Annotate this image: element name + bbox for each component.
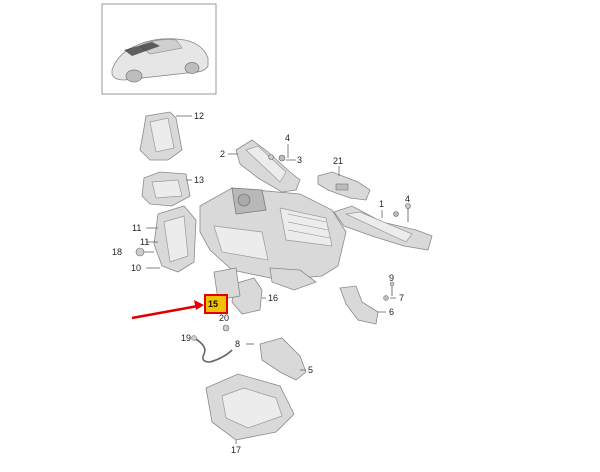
part-15-highlight-box — [204, 294, 228, 314]
callout-4: 4 — [285, 133, 290, 143]
heater-box-assembly — [199, 187, 347, 291]
callout-19: 19 — [181, 333, 191, 343]
callout-17: 17 — [231, 445, 241, 455]
part-17-cover — [205, 373, 295, 441]
part-4-screw-right — [393, 203, 411, 222]
part-18-clip — [135, 247, 145, 257]
part-13-duct — [141, 171, 191, 207]
part-5-lower-duct — [259, 337, 307, 381]
callout-12: 12 — [194, 111, 204, 121]
callout-10: 10 — [131, 263, 141, 273]
part-12-duct — [139, 111, 183, 161]
callout-labels: 12 4 2 3 21 13 1 4 11 11 18 10 9 7 6 16 … — [112, 111, 410, 455]
part-2-air-duct — [235, 139, 301, 193]
part-21-bracket — [317, 171, 371, 201]
car-thumbnail — [101, 3, 217, 95]
callout-3: 3 — [297, 155, 302, 165]
part-15-highlighted: 15 — [204, 267, 241, 314]
part-6-hose — [339, 285, 379, 325]
callout-16: 16 — [268, 293, 278, 303]
part-15-label: 15 — [208, 299, 218, 309]
callout-18: 18 — [112, 247, 122, 257]
callout-21: 21 — [333, 156, 343, 166]
part-9-screw — [389, 281, 395, 296]
callout-1: 1 — [379, 199, 384, 209]
part-1-long-duct — [333, 205, 433, 251]
part-16-housing — [231, 277, 263, 315]
callout-7: 7 — [399, 293, 404, 303]
red-arrow-indicator — [131, 300, 204, 320]
part-19-cable — [191, 335, 233, 363]
callout-2: 2 — [220, 149, 225, 159]
part-20-washer — [222, 324, 230, 332]
callout-11-upper: 11 — [132, 223, 141, 233]
callout-11-lower: 11 — [140, 237, 149, 247]
part-7-clip — [383, 295, 389, 301]
callout-5: 5 — [308, 365, 313, 375]
callout-8: 8 — [235, 339, 240, 349]
callout-4-right: 4 — [405, 194, 410, 204]
part-3-screw — [268, 146, 289, 162]
callout-20: 20 — [219, 313, 229, 323]
callout-13: 13 — [194, 175, 204, 185]
callout-9: 9 — [389, 273, 394, 283]
callout-6: 6 — [389, 307, 394, 317]
part-10-bracket — [153, 205, 197, 273]
